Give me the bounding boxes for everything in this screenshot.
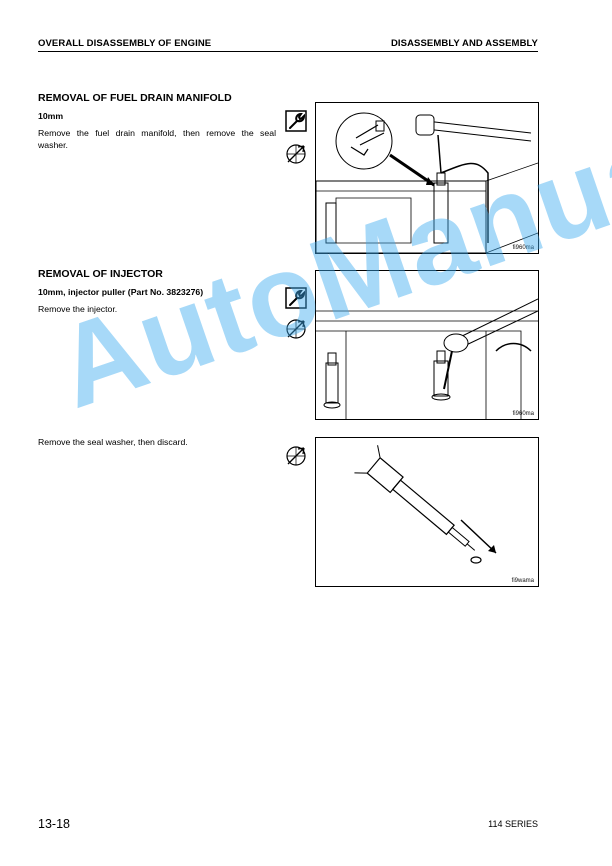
page-number: 13-18 [38,817,70,831]
header-right-title: DISASSEMBLY AND ASSEMBLY [390,38,538,49]
remove-arrow-icon [286,144,306,164]
figure-seal-washer: fi9wama [315,437,539,587]
instruction-text: Remove the injector. [38,304,118,314]
figure-injector-removal: fi960ma [315,270,539,420]
figure-code: fi960ma [512,245,534,251]
section-title-fuel-drain-manifold: REMOVAL OF FUEL DRAIN MANIFOLD [38,92,232,104]
figure-code: fi9wama [511,578,534,584]
header-rule [38,51,538,52]
instruction-text: Remove the seal washer, then discard. [38,437,188,447]
tool-spec: 10mm, injector puller (Part No. 3823276) [38,287,204,297]
section-title-injector: REMOVAL OF INJECTOR [38,268,163,280]
wrench-icon [285,110,307,132]
figure-fuel-drain-manifold: fi960ma [315,102,539,254]
remove-arrow-icon [286,319,306,339]
header-left-title: OVERALL DISASSEMBLY OF ENGINE [38,38,212,49]
tool-spec: 10mm [38,111,64,121]
instruction-text: Remove the fuel drain manifold, then rem… [38,128,276,150]
wrench-icon [285,287,307,309]
remove-arrow-icon [286,446,306,466]
series-label: 114 SERIES [488,819,538,829]
figure-code: fi960ma [512,411,534,417]
